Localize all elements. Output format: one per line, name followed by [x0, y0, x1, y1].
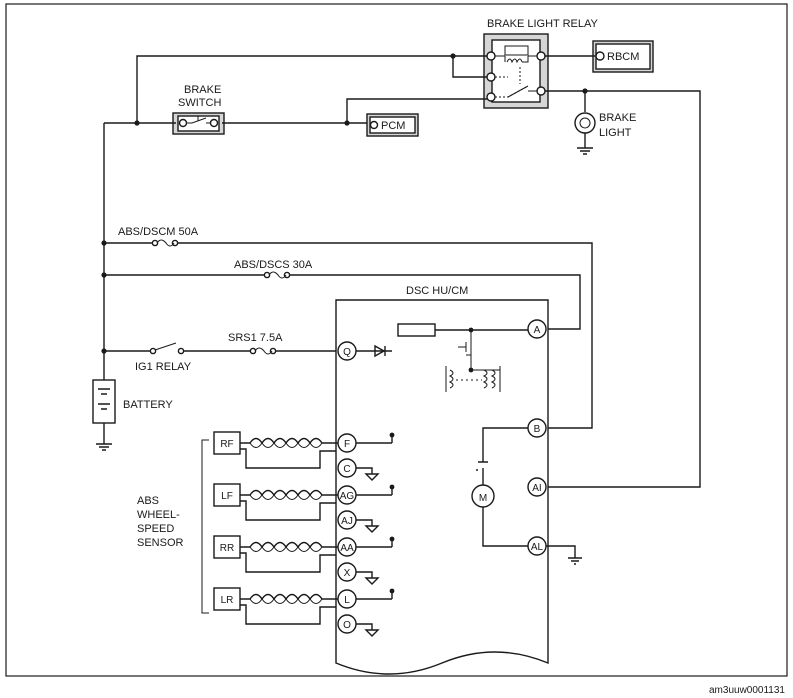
abs-sensor-label-4: SENSOR [137, 537, 184, 549]
svg-text:F: F [344, 439, 350, 450]
fuse-icon [249, 347, 277, 355]
ground-icon [96, 423, 112, 451]
fuse-srs1-label: SRS1 7.5A [228, 332, 283, 344]
coil-icon [249, 541, 338, 549]
svg-text:AA: AA [340, 543, 354, 554]
pin-O: O [337, 614, 380, 637]
abs-wheel-speed-sensor: ABS WHEEL- SPEED SENSOR RF LF RR LR [137, 431, 338, 625]
motor-icon: M [471, 484, 495, 508]
pin-Q: Q [343, 347, 351, 358]
sensor-lf: LF [213, 483, 338, 521]
fuse-icon [263, 271, 291, 279]
svg-text:AG: AG [340, 491, 355, 502]
diagram-frame [5, 3, 788, 677]
svg-text:O: O [343, 620, 351, 631]
figure-id: am3uuw0001131 [709, 685, 785, 696]
switch-icon [187, 116, 210, 124]
battery-label: BATTERY [123, 399, 173, 411]
ground-icon [356, 571, 380, 585]
lamp-icon [574, 112, 596, 134]
pin-A: A [534, 325, 541, 336]
abs-sensor-label-1: ABS [137, 495, 159, 507]
brake-switch: BRAKE SWITCH [172, 84, 225, 135]
svg-text:M: M [479, 493, 487, 504]
sensor-label: RR [220, 543, 234, 554]
pin-L: L [337, 588, 395, 609]
sensor-label: LF [221, 491, 233, 502]
ground-icon [356, 467, 380, 481]
brake-switch-label-1: BRAKE [184, 84, 221, 96]
coil-icon [249, 437, 338, 445]
pin-AI: AI [532, 483, 541, 494]
switch-icon [154, 342, 177, 351]
rbcm-label: RBCM [607, 51, 639, 63]
abs-sensor-label-2: WHEEL- [137, 509, 180, 521]
ground-icon [356, 623, 380, 637]
svg-text:AJ: AJ [341, 516, 353, 527]
brake-light-relay: BRAKE LIGHT RELAY [483, 18, 599, 109]
brake-light-relay-label: BRAKE LIGHT RELAY [487, 18, 599, 30]
coil-icon [249, 593, 338, 601]
pin-AL: AL [531, 542, 544, 553]
ig1-relay-label: IG1 RELAY [135, 361, 192, 373]
coil-icon [249, 489, 338, 497]
sensor-rr: RR [213, 535, 338, 573]
brake-light-lamp: BRAKE LIGHT [574, 112, 636, 155]
dsc-hu-cm-label: DSC HU/CM [406, 285, 468, 297]
pin-X: X [337, 562, 380, 585]
dsc-hu-cm-module: DSC HU/CM Q A B AI M [335, 285, 582, 675]
svg-text:C: C [343, 464, 350, 475]
sensor-rf: RF [213, 431, 338, 469]
pin-B: B [534, 424, 541, 435]
ig1-relay: IG1 RELAY [135, 342, 192, 373]
fuse-icon [151, 239, 179, 247]
sensor-label: LR [221, 595, 234, 606]
pin-AJ: AJ [337, 510, 380, 533]
brake-light-label-1: BRAKE [599, 112, 636, 124]
ground-icon [356, 519, 380, 533]
sensor-lr: LR [213, 587, 338, 625]
ground-icon [577, 133, 593, 155]
coil-icon [445, 366, 501, 392]
svg-text:X: X [344, 568, 351, 579]
svg-text:L: L [344, 595, 350, 606]
pin-F: F [337, 432, 395, 453]
pin-C: C [337, 458, 380, 481]
rbcm-module: RBCM [592, 40, 654, 73]
ground-icon [546, 545, 582, 565]
pcm-module: PCM [366, 113, 419, 137]
fuse-abs-dscm-label: ABS/DSCM 50A [118, 226, 199, 238]
pcm-label: PCM [381, 120, 405, 132]
brake-switch-label-2: SWITCH [178, 97, 221, 109]
battery: BATTERY [92, 379, 173, 451]
fuse-abs-dscs-label: ABS/DSCS 30A [234, 259, 313, 271]
brake-light-label-2: LIGHT [599, 127, 632, 139]
sensor-label: RF [220, 439, 233, 450]
diode-icon [374, 344, 386, 358]
pin-AA: AA [337, 536, 395, 557]
abs-sensor-label-3: SPEED [137, 523, 174, 535]
